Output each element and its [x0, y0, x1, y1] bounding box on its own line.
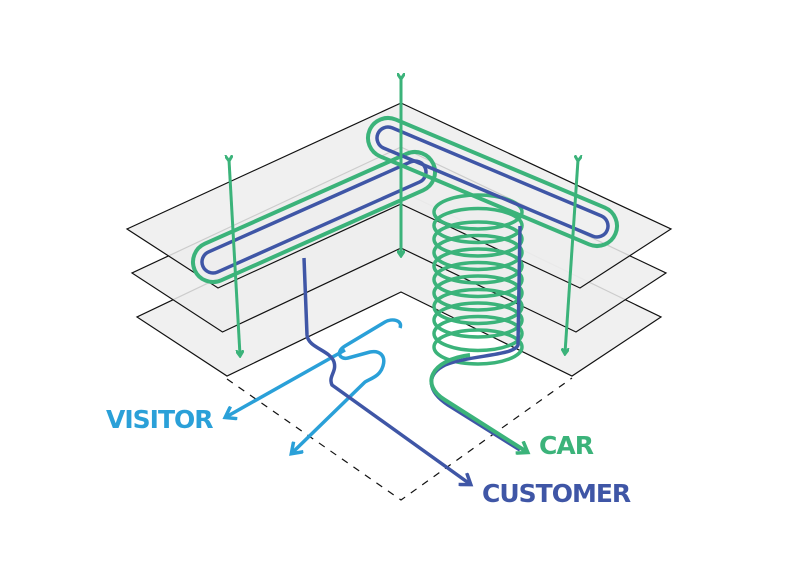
customer-loop	[375, 125, 610, 239]
customer-label: CUSTOMER	[482, 479, 631, 508]
spiral-turn	[432, 274, 524, 312]
spiral-turn	[432, 328, 524, 366]
spiral-turn	[432, 193, 524, 231]
ground-outline-dashed	[226, 377, 573, 501]
spiral-turn	[432, 301, 524, 339]
spiral-turn	[432, 206, 524, 245]
vertical-circulation-arrows	[229, 78, 578, 355]
car-ramp-spiral	[432, 193, 524, 366]
spiral-turn	[432, 260, 524, 299]
spiral-turn	[432, 233, 524, 272]
car-path	[429, 353, 527, 452]
double-arrow-icon	[565, 160, 578, 353]
double-arrow-icon	[229, 160, 240, 355]
car-label: CAR	[539, 431, 594, 460]
visitor-label: VISITOR	[106, 405, 213, 434]
floor-planes	[125, 102, 673, 377]
parking-loops	[191, 116, 619, 284]
spiral-turn	[432, 247, 524, 285]
car-loop	[366, 116, 619, 248]
floor-plane	[135, 190, 663, 377]
spiral-turn	[432, 287, 524, 326]
spiral-turn	[432, 314, 524, 353]
visitor-path	[226, 318, 403, 453]
spiral-turn	[432, 220, 524, 258]
